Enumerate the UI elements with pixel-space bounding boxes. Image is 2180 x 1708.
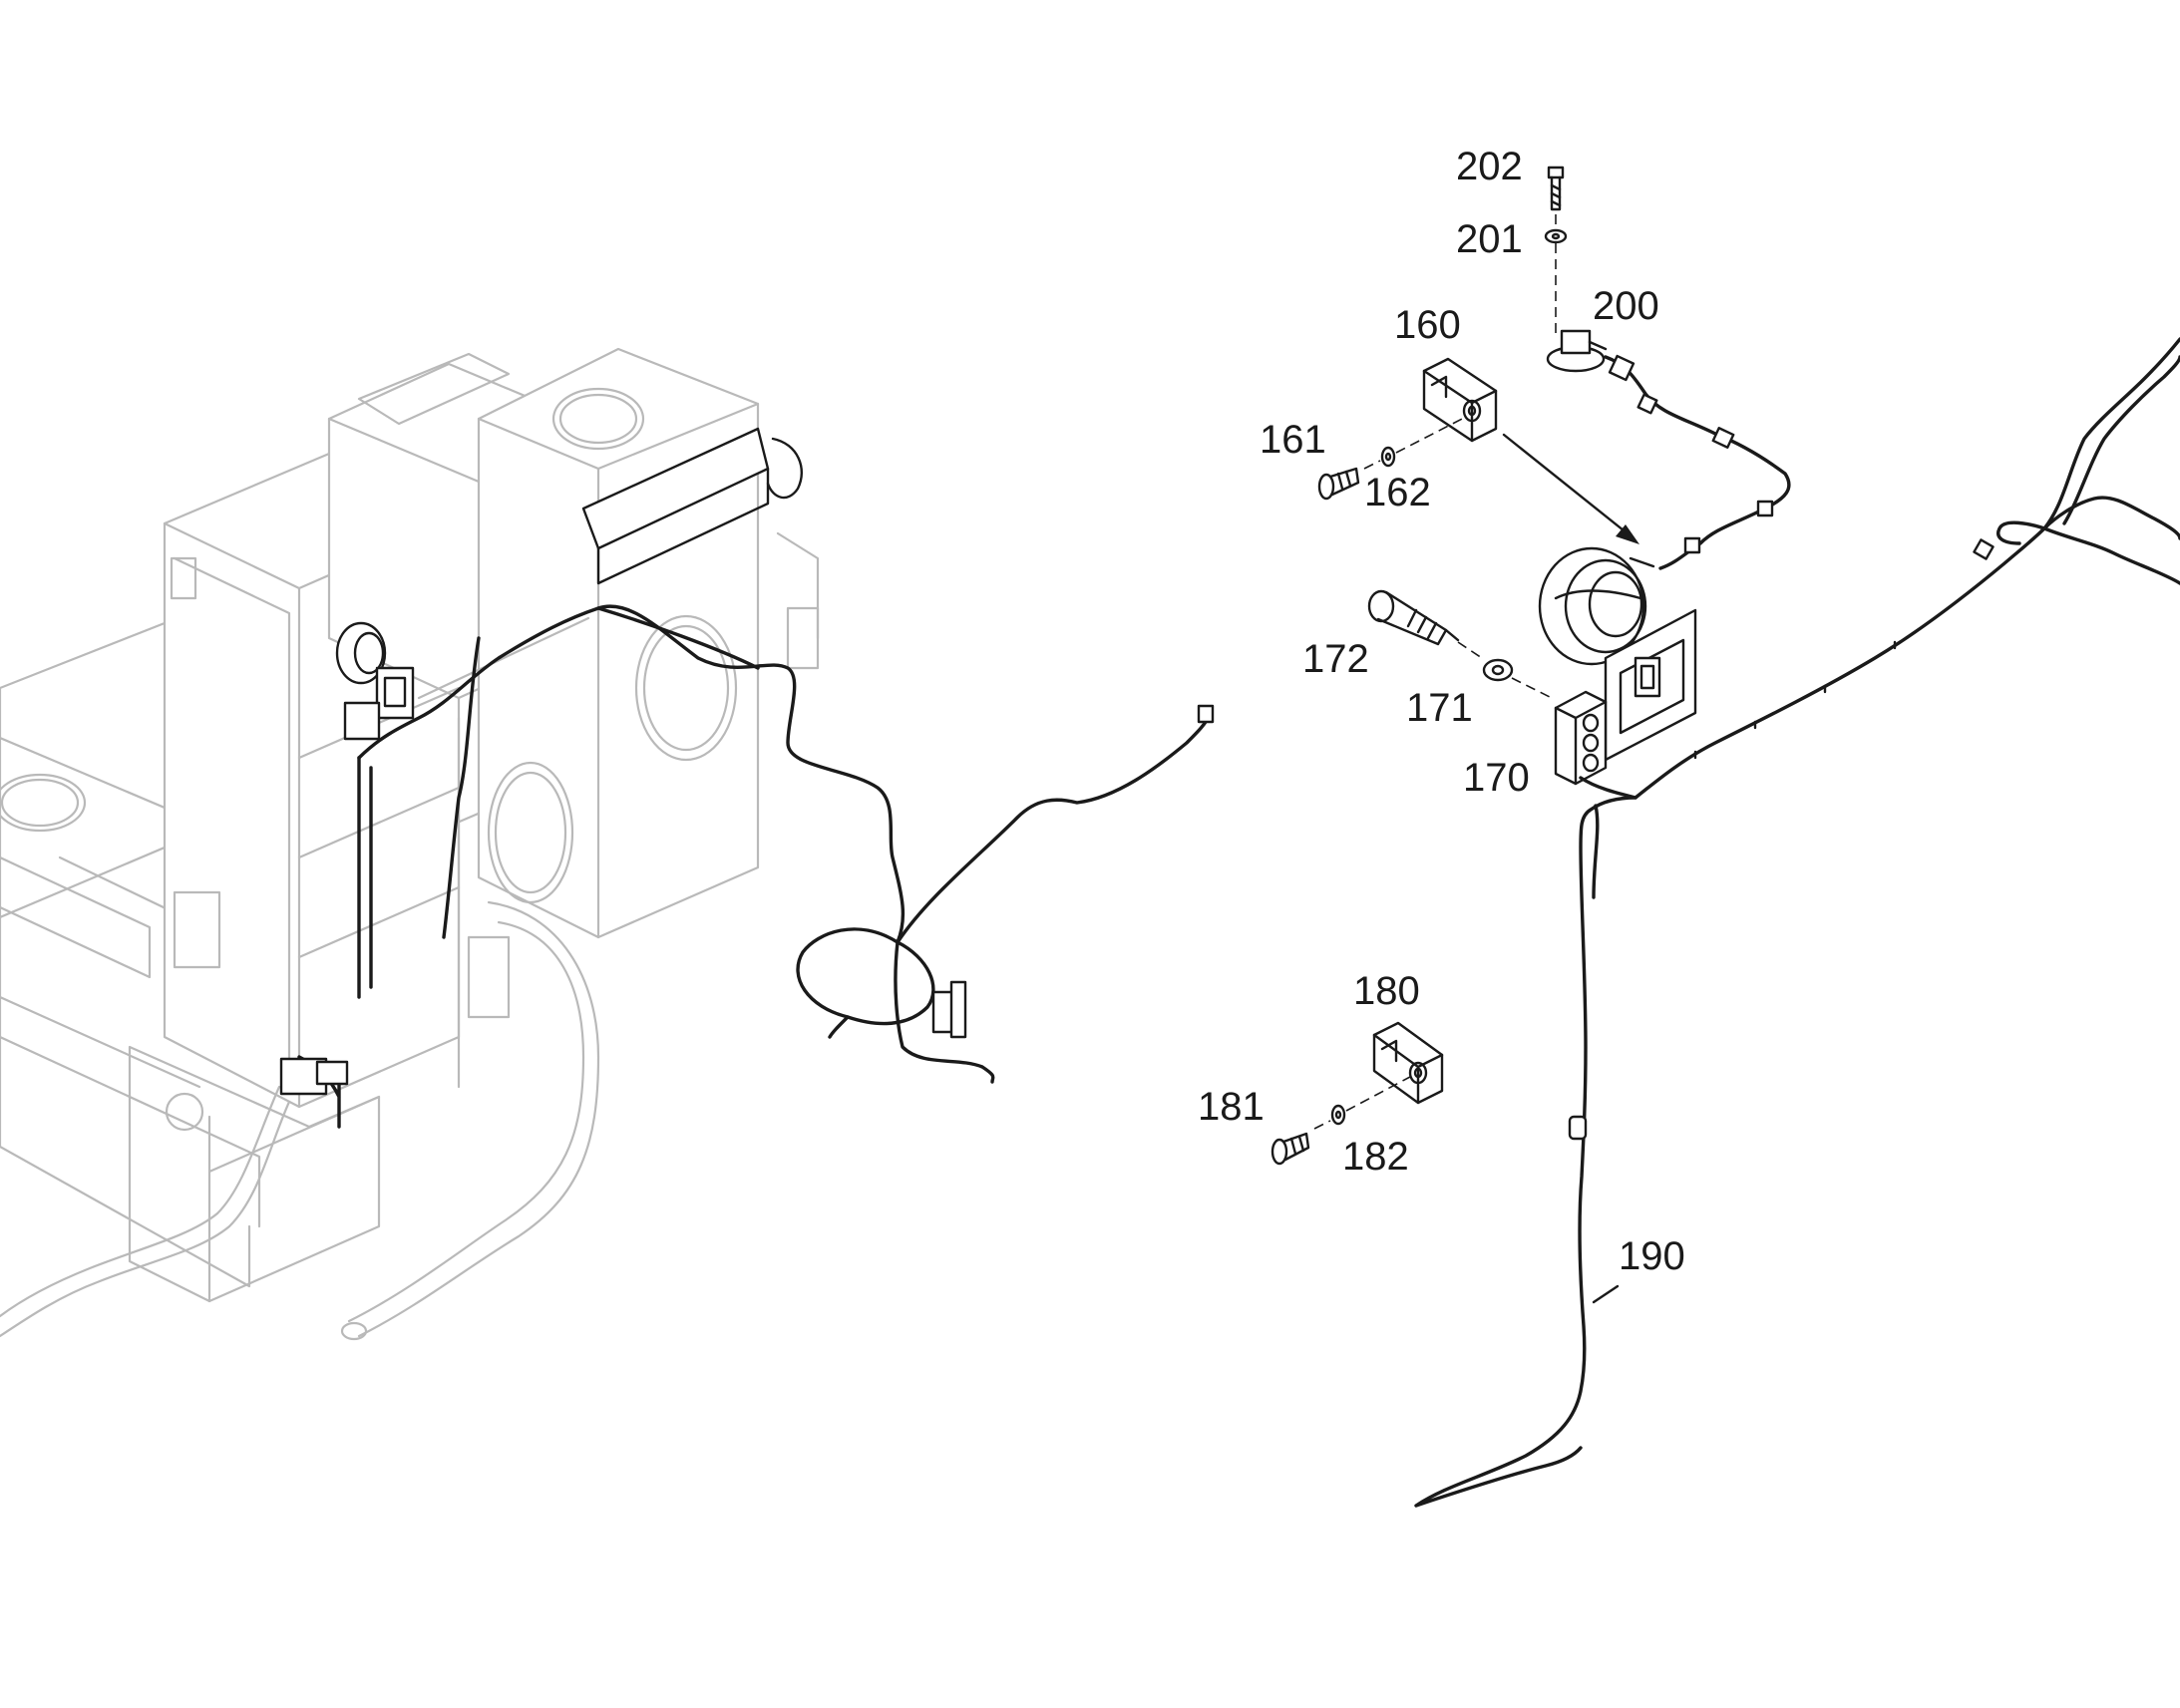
callout-180: 180 (1353, 969, 1420, 1013)
callout-161: 161 (1260, 418, 1326, 462)
part-172-bolt (1367, 589, 1460, 646)
part-181-screw (1271, 1132, 1310, 1166)
part-200-sensor (1546, 329, 1791, 570)
callout-202: 202 (1456, 145, 1523, 188)
part-190-harness (1414, 337, 2180, 1508)
part-201-washer (1544, 228, 1568, 244)
installed-harness-context (279, 427, 1215, 1129)
part-161-screw (1317, 467, 1360, 501)
callout-172: 172 (1302, 637, 1369, 681)
callout-181: 181 (1198, 1085, 1265, 1129)
callout-162: 162 (1364, 471, 1431, 514)
part-171-washer (1482, 658, 1514, 682)
headlamp-assembly (1538, 546, 1655, 666)
part-180-bracket (1372, 1021, 1444, 1105)
part-170-switch-module (1554, 690, 1608, 786)
callout-200: 200 (1593, 284, 1659, 328)
callout-170: 170 (1463, 756, 1530, 800)
callout-190: 190 (1619, 1234, 1685, 1278)
callout-160: 160 (1394, 303, 1461, 347)
part-160-bracket (1422, 357, 1498, 443)
callout-201: 201 (1456, 217, 1523, 261)
leader-lines (1592, 1284, 1620, 1304)
part-202-bolt (1547, 166, 1565, 211)
part-162-washer (1380, 446, 1396, 468)
callout-182: 182 (1342, 1135, 1409, 1179)
machine-assembly-context (0, 347, 820, 1341)
callout-171: 171 (1406, 686, 1473, 730)
assembly-arrow (1502, 433, 1639, 544)
switch-panel (1604, 608, 1697, 762)
callout-labels: 202 201 200 160 161 162 172 171 170 180 … (1198, 145, 1685, 1278)
part-182-washer (1330, 1104, 1346, 1126)
